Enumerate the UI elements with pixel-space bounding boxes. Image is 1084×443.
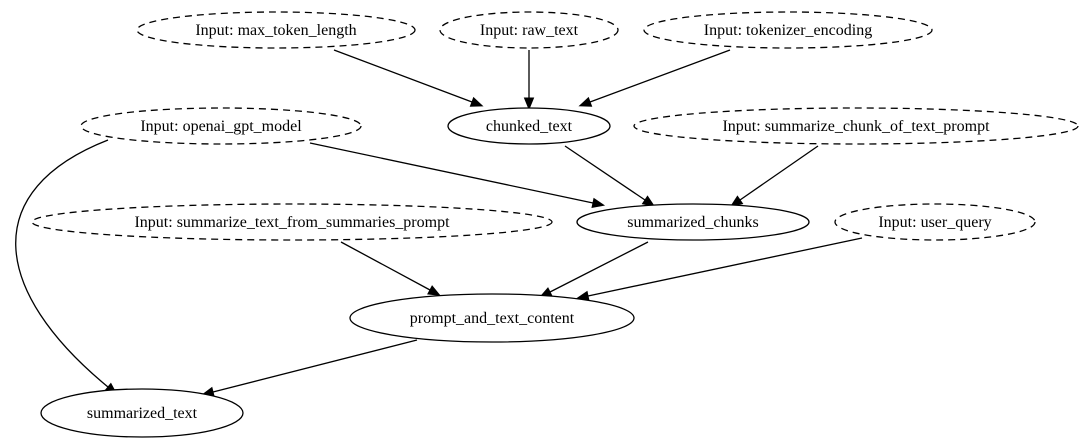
node-chunked-text: chunked_text bbox=[447, 107, 611, 145]
input-node-shape bbox=[643, 11, 933, 49]
input-node-shape bbox=[136, 11, 416, 49]
node-label: Input: summarize_chunk_of_text_prompt bbox=[722, 118, 990, 135]
function-node-shape bbox=[349, 293, 635, 343]
node-summarize-text-from-summaries-prompt: Input: summarize_text_from_summaries_pro… bbox=[31, 203, 553, 241]
node-summarized-chunks: summarized_chunks bbox=[576, 203, 810, 241]
arrowhead-icon bbox=[427, 285, 441, 296]
node-label: Input: tokenizer_encoding bbox=[704, 22, 872, 39]
node-label: Input: summarize_text_from_summaries_pro… bbox=[134, 214, 450, 231]
input-node-shape bbox=[80, 107, 362, 145]
edge-max_token_length-to-chunked_text bbox=[333, 49, 484, 107]
edge-prompt_and_text_content-to-summarized_text bbox=[201, 339, 418, 397]
edge-user_query-to-prompt_and_text_content bbox=[575, 237, 863, 302]
node-openai-gpt-model: Input: openai_gpt_model bbox=[80, 107, 362, 145]
input-node-shape bbox=[31, 203, 553, 241]
input-node-shape bbox=[439, 11, 619, 49]
node-user-query: Input: user_query bbox=[834, 203, 1036, 241]
node-label: Input: user_query bbox=[878, 214, 991, 231]
edge-summarize_chunk_of_text_prompt-to-summarized_chunks bbox=[729, 145, 819, 208]
node-prompt-and-text-content: prompt_and_text_content bbox=[349, 293, 635, 343]
node-max-token-length: Input: max_token_length bbox=[136, 11, 416, 49]
node-label: prompt_and_text_content bbox=[410, 310, 575, 327]
edge-chunked_text-to-summarized_chunks bbox=[564, 145, 656, 207]
function-node-shape bbox=[576, 203, 810, 241]
arrowhead-icon bbox=[578, 96, 593, 107]
node-label: Input: raw_text bbox=[480, 22, 579, 39]
edge-openai_gpt_model-to-summarized_chunks bbox=[309, 142, 606, 209]
node-raw-text: Input: raw_text bbox=[439, 11, 619, 49]
edge-summarized_chunks-to-prompt_and_text_content bbox=[539, 241, 649, 298]
node-label: chunked_text bbox=[486, 118, 573, 135]
node-label: summarized_chunks bbox=[627, 214, 759, 231]
node-tokenizer-encoding: Input: tokenizer_encoding bbox=[643, 11, 933, 49]
edge-openai_gpt_model-to-summarized_text bbox=[15, 139, 118, 395]
arrowhead-icon bbox=[469, 96, 484, 107]
node-label: summarized_text bbox=[87, 405, 198, 422]
node-label: Input: max_token_length bbox=[195, 22, 356, 39]
edge-raw_text-to-chunked_text bbox=[523, 50, 535, 111]
function-node-shape bbox=[40, 388, 244, 438]
edge-summarize_text_from_summaries_prompt-to-prompt_and_text_content bbox=[340, 241, 441, 296]
input-node-shape bbox=[633, 107, 1079, 145]
node-summarize-chunk-of-text-prompt: Input: summarize_chunk_of_text_prompt bbox=[633, 107, 1079, 145]
node-summarized-text: summarized_text bbox=[40, 388, 244, 438]
arrowhead-icon bbox=[591, 197, 606, 209]
function-node-shape bbox=[447, 107, 611, 145]
edge-tokenizer_encoding-to-chunked_text bbox=[578, 49, 731, 107]
input-node-shape bbox=[834, 203, 1036, 241]
arrowhead-icon bbox=[523, 97, 535, 111]
node-label: Input: openai_gpt_model bbox=[140, 118, 302, 135]
